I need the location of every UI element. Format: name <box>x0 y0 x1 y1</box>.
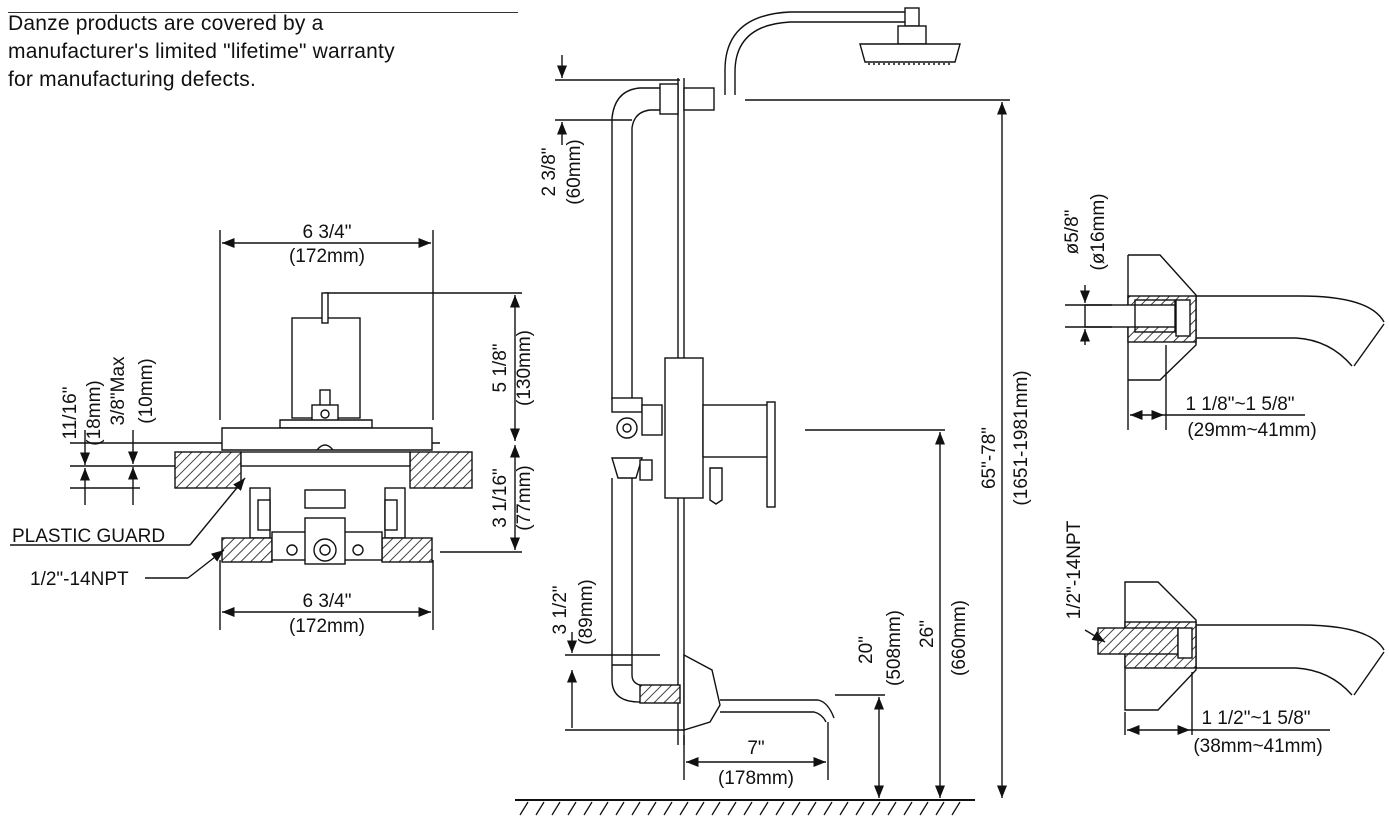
arm-offset-metric: (60mm) <box>564 139 585 204</box>
pipe-dia-metric: (ø16mm) <box>1088 193 1109 270</box>
spout-reach-imperial: 7" <box>747 738 764 759</box>
plastic-guard-label: PLASTIC GUARD <box>12 526 165 547</box>
notice-divider <box>8 12 518 13</box>
shower-view <box>515 7 1010 801</box>
spout-offset-metric: (89mm) <box>576 579 597 644</box>
wall-max-metric: (10mm) <box>136 358 157 423</box>
pipe-dia-imperial: ø5/8" <box>1062 210 1083 255</box>
valve-labels: 6 3/4" (172mm) 6 3/4" (172mm) 5 1/8" (13… <box>12 222 535 637</box>
valve-depth-imperial: 3 1/16" <box>490 468 511 528</box>
spout-height-metric: (508mm) <box>884 610 905 686</box>
spout-bottom-range-imperial: 1 1/2"~1 5/8" <box>1201 708 1310 729</box>
spout-bottom-range-metric: (38mm~41mm) <box>1193 736 1322 757</box>
valve-thread-label: 1/2"-14NPT <box>30 569 129 590</box>
spout-reach-metric: (178mm) <box>718 768 794 789</box>
spout-height-imperial: 20" <box>856 636 877 664</box>
warranty-notice: Danze products are covered by a manufact… <box>8 10 518 94</box>
valve-height-imperial: 26" <box>917 620 938 648</box>
valve-bottom-width-metric: (172mm) <box>289 616 365 637</box>
shower-labels: 2 3/8" (60mm) 65"-78" (1651-1981mm) 26" … <box>539 139 1032 789</box>
valve-depth-metric: (77mm) <box>514 465 535 530</box>
spout-top-view <box>1065 254 1385 430</box>
wall-min-imperial: 11/16" <box>60 387 81 440</box>
spout-top-range-imperial: 1 1/8"~1 5/8" <box>1185 394 1294 415</box>
head-height-metric: (1651-1981mm) <box>1011 370 1032 505</box>
wall-max-imperial: 3/8"Max <box>108 356 129 426</box>
head-height-imperial: 65"-78" <box>979 427 1000 489</box>
valve-bottom-width-imperial: 6 3/4" <box>302 591 351 612</box>
valve-height-metric: (130mm) <box>514 330 535 406</box>
floor-hatch <box>519 801 961 816</box>
arm-offset-imperial: 2 3/8" <box>539 147 560 196</box>
spout-top-labels: ø5/8" (ø16mm) 1 1/8"~1 5/8" (29mm~41mm) <box>1062 193 1317 441</box>
valve-height-metric: (660mm) <box>949 600 970 676</box>
spout-offset-imperial: 3 1/2" <box>550 585 571 634</box>
spout-bottom-view <box>1084 581 1385 736</box>
valve-top-width-metric: (172mm) <box>289 246 365 267</box>
spout-top-range-metric: (29mm~41mm) <box>1187 420 1316 441</box>
spout-thread-label: 1/2"-14NPT <box>1064 520 1085 619</box>
valve-height-imperial: 5 1/8" <box>490 343 511 392</box>
warranty-line-3: for manufacturing defects. <box>8 68 256 91</box>
spout-bottom-labels: 1/2"-14NPT 1 1/2"~1 5/8" (38mm~41mm) <box>1064 520 1323 757</box>
valve-top-width-imperial: 6 3/4" <box>302 222 351 243</box>
warranty-line-2: manufacturer's limited "lifetime" warran… <box>8 40 395 63</box>
warranty-line-1: Danze products are covered by a <box>8 12 324 35</box>
wall-min-metric: (18mm) <box>84 380 105 445</box>
valve-view <box>10 230 522 630</box>
